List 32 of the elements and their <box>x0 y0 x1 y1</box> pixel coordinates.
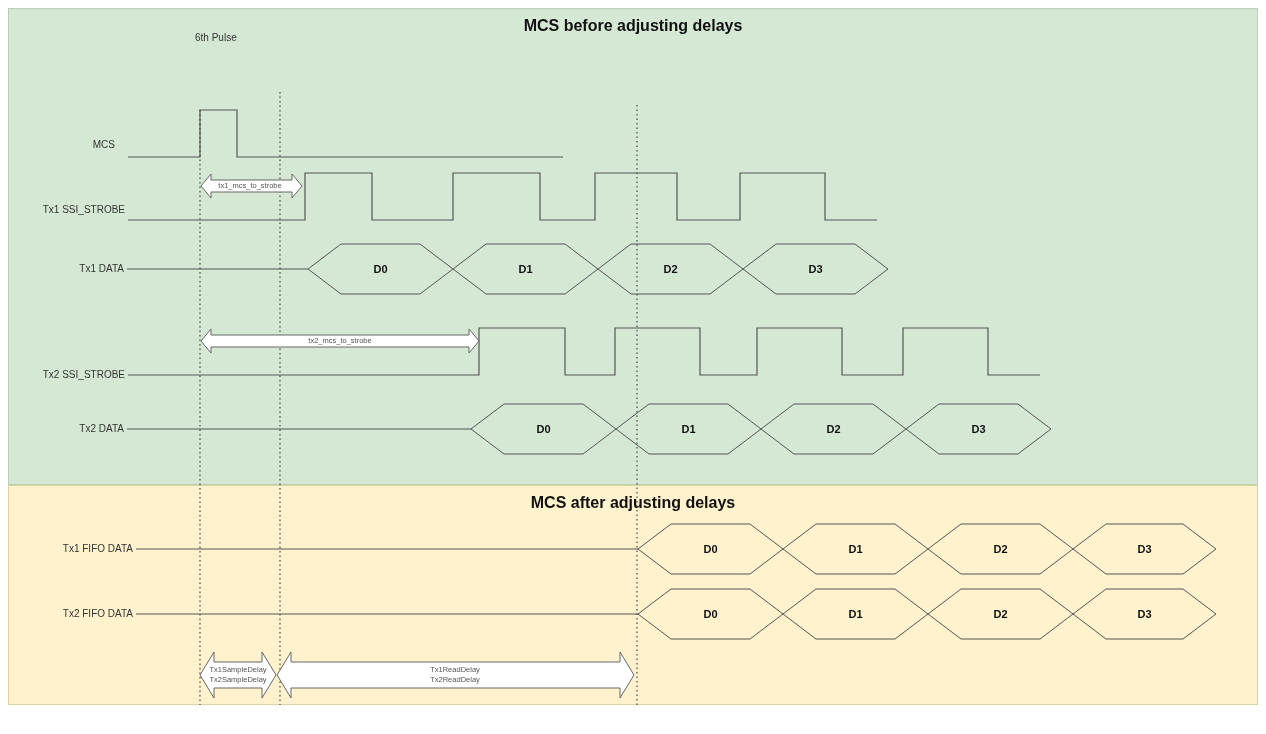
connector-line <box>126 428 472 430</box>
data-segment: D0 <box>638 524 783 574</box>
data-segment: D0 <box>471 404 616 454</box>
data-segment: D1 <box>783 589 928 639</box>
signal-label: Tx1 FIFO DATA <box>62 544 133 554</box>
data-segment: D1 <box>616 404 761 454</box>
data-segment: D1 <box>453 244 598 294</box>
data-segment: D0 <box>638 589 783 639</box>
data-segment: D2 <box>928 589 1073 639</box>
signal-label: MCS <box>92 140 115 150</box>
signal-label: Tx2 DATA <box>79 424 124 434</box>
data-segment: D1 <box>783 524 928 574</box>
connector-line <box>135 613 639 615</box>
panel <box>8 8 1258 485</box>
panel <box>8 485 1258 705</box>
signal-label: Tx1 SSI_STROBE <box>42 205 125 215</box>
data-segment: D3 <box>1073 524 1216 574</box>
data-segment: D3 <box>743 244 888 294</box>
data-segment: D2 <box>761 404 906 454</box>
data-segment: D3 <box>1073 589 1216 639</box>
data-segment: D3 <box>906 404 1051 454</box>
data-segment: D0 <box>308 244 453 294</box>
data-segment: D2 <box>598 244 743 294</box>
panel-title: MCS before adjusting delays <box>523 17 743 35</box>
signal-label: Tx1 DATA <box>79 264 124 274</box>
connector-line <box>135 548 639 550</box>
signal-label: Tx2 SSI_STROBE <box>42 370 125 380</box>
signal-label: 6th Pulse <box>195 33 237 43</box>
signal-label: Tx2 FIFO DATA <box>62 609 133 619</box>
data-segment: D2 <box>928 524 1073 574</box>
panel-title: MCS after adjusting delays <box>530 494 736 512</box>
connector-line <box>126 268 309 270</box>
